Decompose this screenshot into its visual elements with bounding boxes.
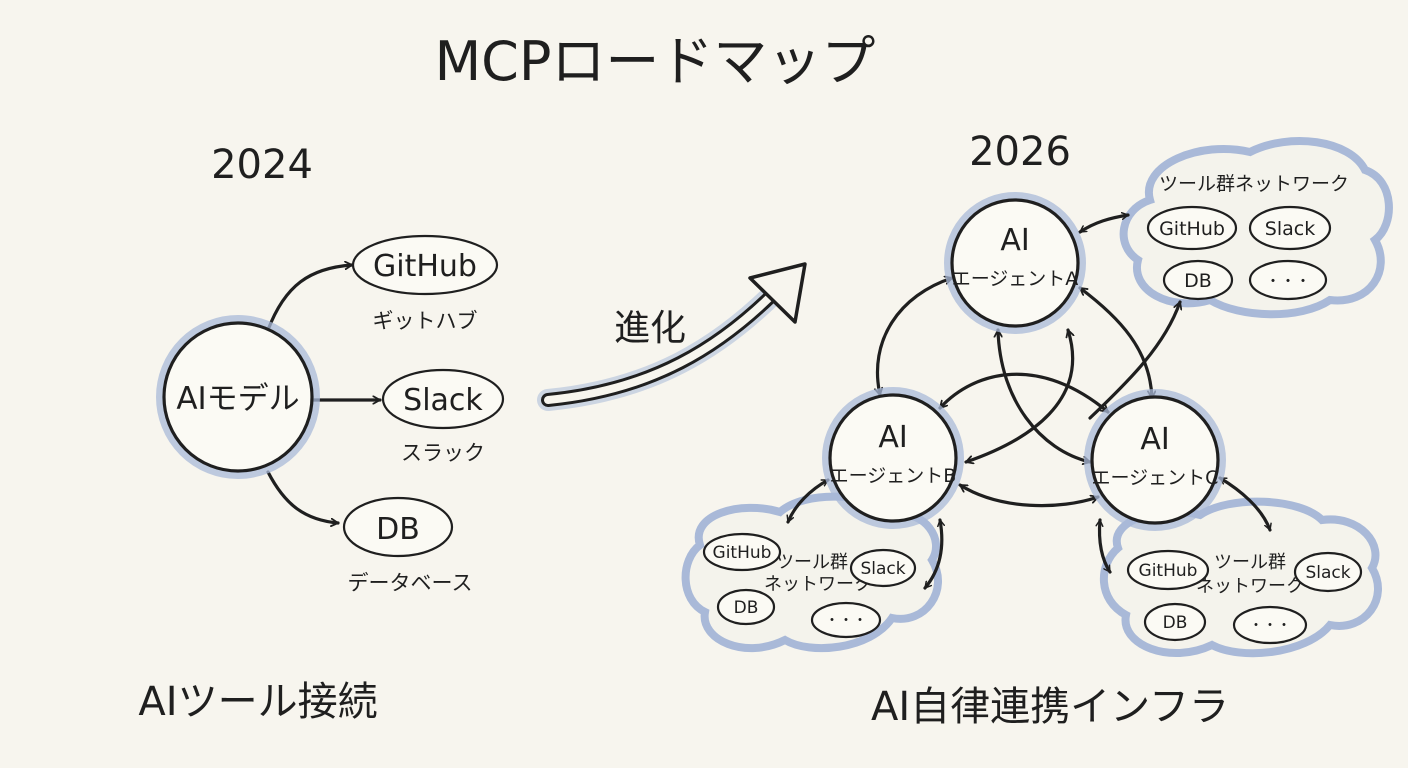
tool-network-cloud-c-title-2: ネットワーク: [1196, 576, 1304, 597]
github-tool-pill: [351, 234, 499, 296]
agent-c-label-2: エージェントC: [1092, 467, 1219, 489]
cloud-a-slack-pill: [1248, 205, 1332, 251]
cloud-b-db-label: DB: [734, 598, 759, 618]
agent-b-node-halo: [822, 387, 964, 529]
github-tool-sublabel: ギットハブ: [373, 309, 478, 333]
cloud-c-github-pill: [1126, 549, 1210, 591]
cloud-a-github-label: GitHub: [1159, 218, 1225, 240]
connector-c-cloud-c-1: [1099, 518, 1112, 574]
evolution-arrow-head: [748, 262, 807, 324]
cloud-a-github-pill: [1146, 205, 1238, 251]
agent-a-node-halo: [944, 192, 1086, 334]
agent-a-label-2: エージェントA: [952, 268, 1079, 290]
tool-network-cloud-a-title: ツール群ネットワーク: [1159, 173, 1349, 195]
connector-a-c-outer: [1078, 286, 1152, 400]
cloud-c-db-label: DB: [1163, 613, 1188, 633]
connector-b-cloud-b-2: [923, 518, 942, 590]
connector-model-github: [266, 265, 354, 332]
connector-b-cloud-a: [1088, 300, 1180, 420]
agent-c-label-1: AI: [1140, 422, 1169, 457]
connector-model-db: [266, 470, 340, 523]
year-2026-label: 2026: [969, 129, 1071, 175]
cloud-c-slack-label: Slack: [1305, 563, 1350, 583]
connector-c-cloud-c-2: [1218, 476, 1270, 532]
cloud-c-more-label: ・・・: [1249, 618, 1291, 634]
cloud-c-slack-pill: [1293, 551, 1363, 593]
year-2024-label: 2024: [211, 142, 313, 188]
ai-model-node-halo: [156, 315, 320, 479]
ai-model-label: AIモデル: [176, 381, 299, 417]
connector-b-cloud-b-1: [786, 478, 830, 524]
cloud-a-more-pill: [1248, 259, 1328, 301]
cloud-a-db-label: DB: [1184, 270, 1212, 292]
github-tool-label: GitHub: [373, 249, 477, 284]
ai-model-node: [162, 321, 314, 473]
agent-a-node: [950, 198, 1080, 328]
tool-network-cloud-b-title-2: ネットワーク: [764, 574, 872, 595]
cloud-b-more-label: ・・・: [825, 613, 867, 629]
cloud-b-slack-label: Slack: [860, 559, 905, 579]
cloud-c-db-pill: [1143, 602, 1207, 642]
slack-tool-label: Slack: [403, 383, 483, 418]
cloud-c-more-pill: [1232, 605, 1308, 645]
slack-tool-pill: [381, 368, 505, 430]
db-tool-pill: [342, 496, 454, 558]
page-title: MCPロードマップ: [435, 30, 876, 93]
cloud-b-db-pill: [716, 588, 776, 626]
cloud-a-more-label: ・・・: [1265, 272, 1310, 290]
agent-b-label-2: エージェントB: [830, 465, 957, 487]
connector-a-b-outer: [877, 278, 954, 397]
cloud-a-db-pill: [1162, 259, 1234, 301]
cloud-b-more-pill: [810, 601, 882, 639]
right-caption: AI自律連携インフラ: [871, 684, 1229, 730]
left-caption: AIツール接続: [138, 679, 377, 725]
tool-network-cloud-c-title-1: ツール群: [1214, 552, 1286, 573]
slack-tool-sublabel: スラック: [401, 441, 485, 465]
evolution-label: 進化: [614, 308, 686, 349]
connector-b-c-bottom: [958, 483, 1100, 508]
connector-b-c-cross-1: [938, 372, 1110, 414]
cloud-a-slack-label: Slack: [1265, 218, 1315, 240]
evolution-arrow-inner: [544, 278, 789, 404]
cloud-b-github-label: GitHub: [713, 543, 772, 563]
agent-b-label-1: AI: [878, 420, 907, 455]
db-tool-sublabel: データベース: [348, 571, 473, 595]
cloud-c-github-label: GitHub: [1139, 561, 1198, 581]
connector-a-cloud-a: [1078, 215, 1130, 234]
connector-a-b-cross: [964, 328, 1073, 462]
agent-b-node: [828, 393, 958, 523]
cloud-b-github-pill: [702, 532, 782, 572]
tool-network-cloud-b-title-1: ツール群: [776, 552, 848, 573]
db-tool-label: DB: [376, 512, 420, 547]
agent-a-label-1: AI: [1000, 223, 1029, 258]
cloud-b-slack-pill: [849, 548, 917, 588]
agent-c-node: [1090, 395, 1220, 525]
agent-c-node-halo: [1084, 389, 1226, 531]
